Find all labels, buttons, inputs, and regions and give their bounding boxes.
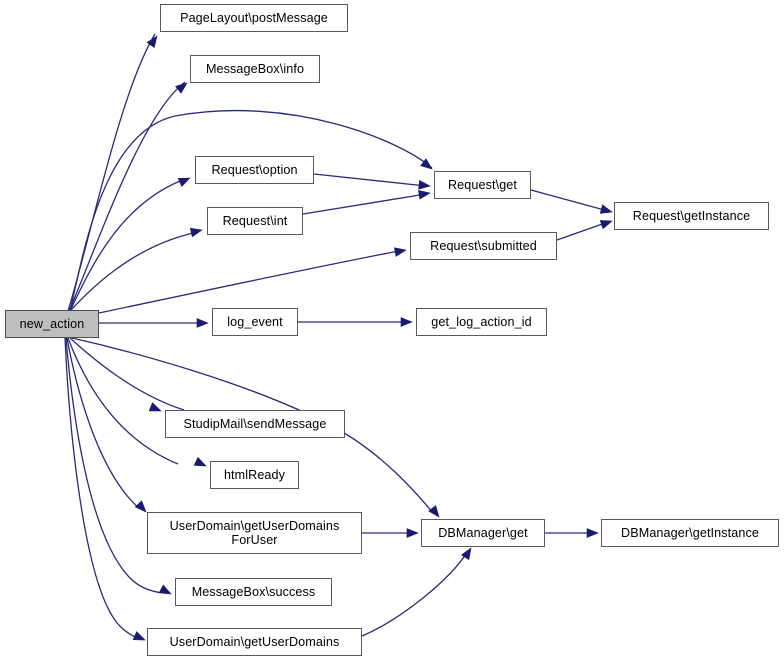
graph-node-req_int[interactable]: Request\int <box>207 207 303 235</box>
graph-node-label: Request\submitted <box>430 238 537 253</box>
arrowhead-req_int->req_get <box>418 189 431 200</box>
arrowhead-new_action->req_get <box>420 158 433 170</box>
arrowhead-new_action->ud_forUser <box>134 500 147 513</box>
graph-node-label: PageLayout\postMessage <box>180 10 328 25</box>
graph-node-req_getinstance[interactable]: Request\getInstance <box>614 202 769 230</box>
edge-new_action-to-htmlReady <box>67 337 179 465</box>
edge-new_action-to-req_get <box>69 109 433 312</box>
arrowhead-ud_forUser->db_get <box>406 528 419 538</box>
graph-node-db_getinstance[interactable]: DBManager\getInstance <box>601 519 779 547</box>
graph-node-label: new_action <box>19 316 85 331</box>
graph-node-ud_forUser[interactable]: UserDomain\getUserDomains ForUser <box>147 512 362 554</box>
edge-new_action-to-msgbox_info <box>68 81 186 312</box>
edge-req_option-to-req_get <box>313 173 427 187</box>
graph-node-label: DBManager\get <box>438 525 528 540</box>
arrowhead-db_get->db_getinstance <box>586 528 599 538</box>
arrowhead-req_submitted->req_getinstance <box>599 220 613 230</box>
edge-req_get-to-req_getinstance <box>530 189 609 212</box>
graph-node-req_submitted[interactable]: Request\submitted <box>410 232 557 260</box>
edge-new_action-to-ud_forUser <box>66 337 141 510</box>
arrowhead-new_action->sendMessage <box>148 402 162 412</box>
graph-node-sendMessage[interactable]: StudipMail\sendMessage <box>165 410 345 438</box>
graph-node-db_get[interactable]: DBManager\get <box>421 519 545 547</box>
graph-node-new_action[interactable]: new_action <box>5 310 99 338</box>
graph-node-label: MessageBox\info <box>205 61 305 76</box>
edge-new_action-to-msgbox_success <box>65 337 165 594</box>
arrowhead-req_option->req_get <box>418 180 431 190</box>
arrowhead-log_event->get_log_action_id <box>400 317 413 327</box>
edge-new_action-to-req_submitted <box>98 249 405 314</box>
arrowhead-new_action->msgbox_info <box>175 82 188 94</box>
graph-node-htmlReady[interactable]: htmlReady <box>210 461 299 489</box>
edge-req_int-to-req_get <box>302 193 427 215</box>
graph-node-label: MessageBox\success <box>191 584 316 599</box>
graph-node-ud_getUserDomains[interactable]: UserDomain\getUserDomains <box>147 628 362 656</box>
graph-node-label: htmlReady <box>223 467 286 482</box>
edge-req_submitted-to-req_getinstance <box>556 221 609 241</box>
arrowhead-new_action->ud_getUserDomains <box>132 631 146 641</box>
edge-new_action-to-req_int <box>69 232 194 312</box>
graph-node-label: UserDomain\getUserDomains <box>169 634 340 649</box>
arrowhead-new_action->log_event <box>196 318 209 328</box>
graph-node-label: StudipMail\sendMessage <box>183 416 327 431</box>
edge-new_action-to-sendMessage <box>69 337 185 411</box>
graph-node-label: DBManager\getInstance <box>621 525 759 540</box>
arrowhead-new_action->req_int <box>189 227 203 238</box>
graph-node-req_option[interactable]: Request\option <box>195 156 314 184</box>
graph-node-log_event[interactable]: log_event <box>212 308 298 336</box>
graph-node-req_get[interactable]: Request\get <box>434 171 531 199</box>
arrowhead-new_action->htmlReady <box>193 456 207 467</box>
edge-new_action-to-req_option <box>69 180 181 312</box>
graph-node-msgbox_success[interactable]: MessageBox\success <box>175 578 332 606</box>
graph-node-label: Request\option <box>211 162 298 177</box>
edge-new_action-to-ud_getUserDomains <box>64 337 141 640</box>
graph-node-get_log_action_id[interactable]: get_log_action_id <box>416 308 547 336</box>
graph-node-postMessage[interactable]: PageLayout\postMessage <box>160 4 348 32</box>
graph-node-label: log_event <box>227 314 283 329</box>
graph-node-label: Request\getInstance <box>632 208 751 223</box>
graph-node-label: Request\get <box>447 177 517 192</box>
graph-node-label: UserDomain\getUserDomains ForUser <box>169 518 340 547</box>
arrowhead-new_action->req_submitted <box>393 247 407 257</box>
arrowhead-ud_getUserDomains->db_get <box>460 547 472 561</box>
arrowhead-new_action->req_option <box>177 177 191 188</box>
graph-node-label: get_log_action_id <box>431 314 532 329</box>
arrowhead-new_action->postMessage <box>146 35 158 49</box>
arrowhead-new_action->msgbox_success <box>158 584 172 595</box>
graph-node-label: Request\int <box>222 213 288 228</box>
graph-node-msgbox_info[interactable]: MessageBox\info <box>190 55 320 83</box>
arrowhead-req_get->req_getinstance <box>599 204 613 214</box>
edge-ud_getUserDomains-to-db_get <box>361 550 469 637</box>
arrowhead-new_action->db_get <box>428 505 440 518</box>
